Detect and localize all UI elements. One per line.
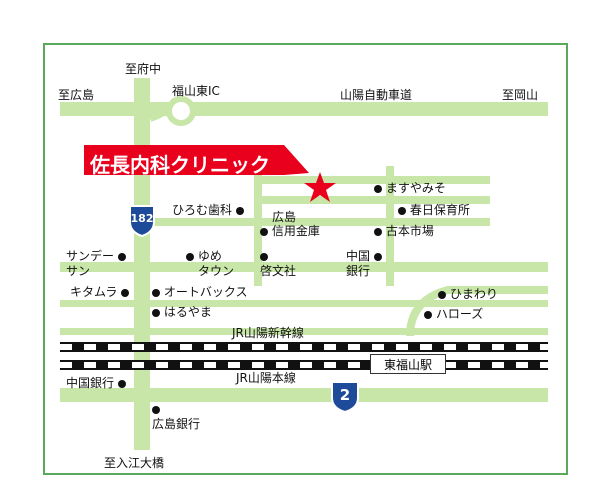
star-icon	[304, 172, 336, 202]
direction-east: 至岡山	[502, 88, 539, 102]
landmark-masuyamiso: ますやみそ	[374, 181, 446, 195]
direction-south: 至入江大橋	[104, 456, 165, 470]
interchange-circle	[166, 96, 196, 126]
road-horizontal-a	[262, 176, 490, 184]
landmark-dot	[186, 252, 194, 261]
landmark-sunday: サンデー サン	[66, 249, 126, 279]
landmark-hiromu: ひろむ歯科	[172, 203, 244, 217]
landmark-furumoto: 古本市場	[374, 224, 434, 238]
curve-road	[406, 286, 548, 337]
clinic-banner	[84, 145, 309, 175]
road-shinkansen-side	[60, 328, 548, 335]
landmark-chugoku-bank-north: 中国 銀行	[346, 249, 382, 279]
road-horizontal-e	[60, 300, 548, 307]
road-horizontal-c	[150, 218, 490, 226]
landmark-kasuga: 春日保育所	[398, 203, 470, 217]
landmark-dot	[117, 252, 126, 261]
landmark-haruyama: はるやま	[152, 305, 212, 319]
road-horizontal-b	[262, 196, 490, 204]
landmark-dot	[398, 206, 406, 215]
landmark-autobacs: オートバックス	[152, 285, 247, 299]
clinic-name: 佐長内科クリニック	[90, 153, 270, 177]
landmark-hallows: ハローズ	[424, 307, 483, 321]
landmark-hiroshima-bank: 広島銀行	[152, 402, 200, 432]
landmark-dot	[438, 290, 446, 299]
landmark-keibun: 啓文社	[260, 249, 296, 279]
road-horizontal-d	[60, 262, 548, 272]
landmark-dot	[121, 288, 130, 297]
expressway-label: 山陽自動車道	[340, 88, 413, 102]
shinkansen-label: JR山陽新幹線	[232, 326, 304, 340]
landmark-himawari: ひまわり	[438, 287, 498, 301]
main-line-label: JR山陽本線	[236, 371, 296, 385]
road-route-2	[60, 388, 548, 402]
landmark-dot	[373, 252, 382, 261]
main-line-rail	[60, 360, 548, 370]
landmark-dot	[152, 308, 160, 317]
landmark-dot	[117, 379, 126, 388]
direction-north: 至府中	[125, 62, 162, 76]
route-2-label: 2	[339, 386, 351, 404]
landmark-dot	[152, 405, 160, 414]
landmark-dot	[374, 227, 382, 236]
landmark-dot	[374, 184, 382, 193]
landmark-dot	[152, 288, 160, 297]
route-182-shield	[129, 205, 155, 238]
route-182-label: 182	[130, 211, 154, 225]
landmark-chugoku-bank-south: 中国銀行	[66, 376, 126, 390]
landmark-dot	[260, 227, 268, 236]
landmark-yume: ゆめ タウン	[186, 249, 234, 279]
landmark-dot	[424, 310, 432, 319]
landmark-dot	[260, 252, 268, 261]
station-label: 東福山駅	[370, 354, 446, 374]
landmark-hiroshima-shinkin: 広島 信用金庫	[260, 210, 320, 238]
landmark-dot	[235, 206, 244, 215]
interchange-label: 福山東IC	[172, 84, 220, 98]
shinkansen-rail	[60, 342, 548, 352]
route-2-shield	[331, 381, 359, 414]
landmark-kitamura: キタムラ	[70, 285, 130, 299]
expressway-road	[60, 102, 548, 116]
direction-west: 至広島	[58, 88, 95, 102]
